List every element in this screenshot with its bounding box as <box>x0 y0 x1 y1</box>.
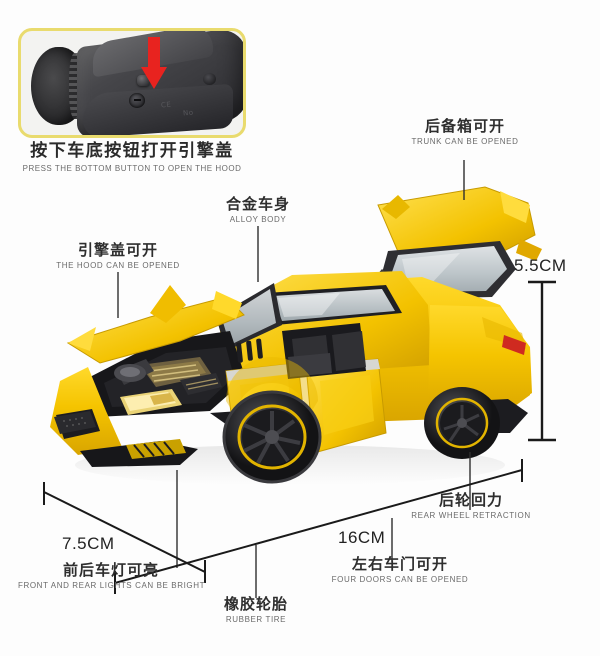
engine-bay <box>104 347 234 407</box>
label-trunk-en: TRUNK CAN BE OPENED <box>411 137 519 147</box>
label-lights-cn: 前后车灯可亮 <box>62 561 159 579</box>
car-underside-lip <box>83 83 233 135</box>
label-alloy-body: 合金车身 ALLOY BODY <box>202 195 314 225</box>
open-rear-door <box>305 358 387 454</box>
dimension-length: 16CM <box>338 528 386 547</box>
label-alloy-body-en: ALLOY BODY <box>229 215 287 225</box>
rear-wheel <box>424 387 500 459</box>
product-photo-car <box>30 165 560 505</box>
car-seats <box>288 331 366 377</box>
chassis-hole <box>203 73 216 85</box>
inset-caption-en: PRESS THE BOTTOM BUTTON TO OPEN THE HOOD <box>22 164 242 173</box>
label-rear-wheel: 后轮回力 REAR WHEEL RETRACTION <box>404 491 538 521</box>
dimension-height: 5.5CM <box>514 256 567 275</box>
red-down-arrow-icon <box>141 37 167 89</box>
label-lights: 前后车灯可亮 FRONT AND REAR LIGHTS CAN BE BRIG… <box>18 561 206 591</box>
label-rear-wheel-en: REAR WHEEL RETRACTION <box>411 511 531 521</box>
label-hood: 引擎盖可开 THE HOOD CAN BE OPENED <box>48 241 188 271</box>
molding-text: CE <box>160 100 172 110</box>
fender-vents <box>236 338 263 363</box>
label-trunk-cn: 后备箱可开 <box>424 117 505 135</box>
label-tire: 橡胶轮胎 RUBBER TIRE <box>198 595 314 625</box>
label-tire-en: RUBBER TIRE <box>225 615 287 625</box>
hood-release-button <box>137 75 150 86</box>
chassis-button-photo: CE No <box>21 31 243 135</box>
label-rear-wheel-cn: 后轮回力 <box>438 491 503 509</box>
molding-text: No <box>182 108 194 118</box>
inset-caption: 按下车底按钮打开引擎盖 PRESS THE BOTTOM BUTTON TO O… <box>18 136 246 173</box>
front-wheel <box>222 390 322 484</box>
label-tire-cn: 橡胶轮胎 <box>223 595 288 613</box>
label-doors-cn: 左右车门可开 <box>351 555 448 573</box>
label-trunk: 后备箱可开 TRUNK CAN BE OPENED <box>406 117 524 147</box>
label-doors-en: FOUR DOORS CAN BE OPENED <box>331 575 469 585</box>
label-hood-cn: 引擎盖可开 <box>77 241 158 259</box>
label-lights-en: FRONT AND REAR LIGHTS CAN BE BRIGHT <box>18 581 206 591</box>
label-doors: 左右车门可开 FOUR DOORS CAN BE OPENED <box>326 555 474 585</box>
tail-light <box>502 335 526 355</box>
dimension-width: 7.5CM <box>62 534 115 553</box>
headlight <box>120 389 182 415</box>
open-hood-panel <box>66 285 245 364</box>
inset-caption-cn: 按下车底按钮打开引擎盖 <box>30 141 234 161</box>
chassis-screw-icon <box>129 93 145 108</box>
label-hood-en: THE HOOD CAN BE OPENED <box>56 261 180 271</box>
label-alloy-body-cn: 合金车身 <box>225 195 290 213</box>
inset-detail-photo: CE No <box>18 28 246 138</box>
